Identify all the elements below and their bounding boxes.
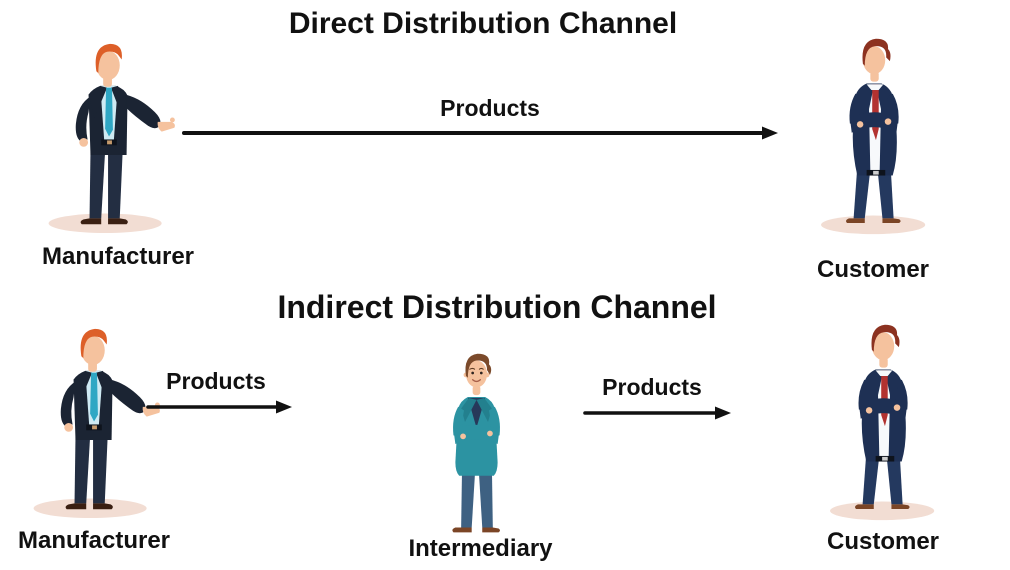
manufacturer-figure [33, 328, 160, 519]
intermediary-figure [451, 353, 501, 534]
customer-label: Customer [816, 256, 930, 283]
customer-figure [821, 38, 926, 235]
products-label: Products [602, 374, 702, 400]
manufacturer-label: Manufacturer [17, 527, 171, 554]
products-label: Products [166, 368, 266, 394]
products-arrow [182, 126, 778, 140]
intermediary-label: Intermediary [408, 535, 553, 562]
products-arrow [583, 406, 731, 420]
indirect-channel-title: Indirect Distribution Channel [277, 289, 717, 325]
manufacturer-figure [48, 43, 175, 234]
products-arrow [146, 400, 292, 414]
customer-figure [830, 324, 935, 521]
products-label: Products [440, 95, 540, 121]
direct-channel-title: Direct Distribution Channel [288, 7, 678, 40]
customer-label: Customer [826, 528, 940, 555]
manufacturer-label: Manufacturer [41, 243, 195, 270]
